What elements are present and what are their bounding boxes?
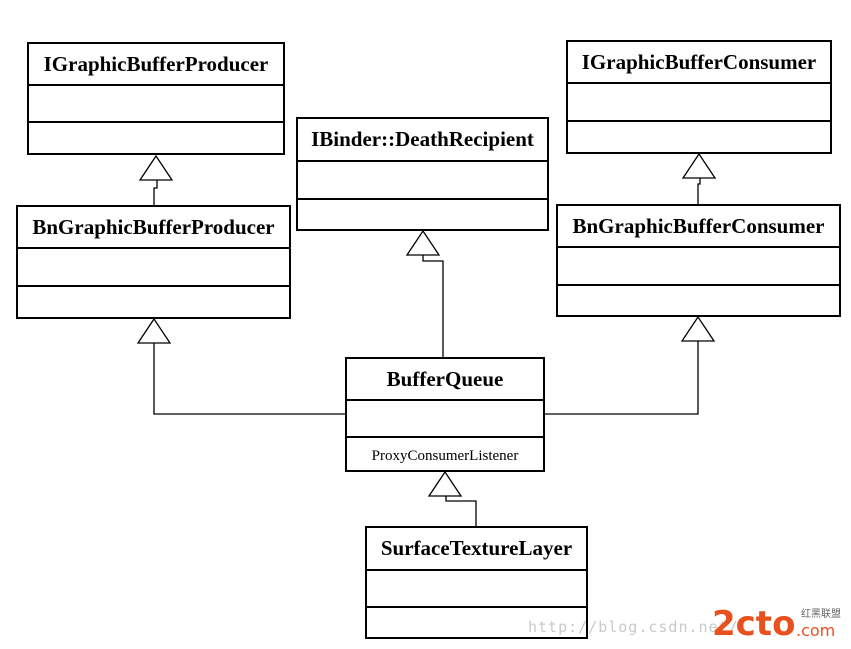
logo-text: 2cto	[712, 604, 795, 641]
methods-compartment	[568, 122, 830, 156]
class-igraphicbufferproducer: IGraphicBufferProducer	[27, 42, 285, 155]
inheritance-arrow-bufferqueue	[427, 470, 463, 497]
methods-compartment	[18, 287, 289, 321]
methods-compartment	[29, 123, 283, 157]
edge-bufferqueue-to-deathrecipient	[422, 255, 444, 357]
logo-cn: 红黑联盟	[801, 607, 841, 620]
inheritance-arrow-deathrecipient	[405, 229, 441, 256]
inheritance-arrow-iproducer	[138, 154, 174, 181]
attributes-compartment	[367, 571, 586, 608]
methods-compartment	[558, 286, 839, 319]
class-name: IGraphicBufferConsumer	[568, 42, 830, 84]
class-bngraphicbufferproducer: BnGraphicBufferProducer	[16, 205, 291, 319]
edge-bufferqueue-to-bn-consumer	[544, 341, 699, 415]
attributes-compartment	[558, 248, 839, 286]
class-name: BnGraphicBufferProducer	[18, 207, 289, 249]
inheritance-arrow-iconsumer	[681, 152, 717, 179]
edge-bn-consumer-to-iconsumer	[697, 178, 701, 204]
attributes-compartment	[18, 249, 289, 287]
methods-compartment	[298, 200, 547, 233]
class-bufferqueue: BufferQueue ProxyConsumerListener	[345, 357, 545, 472]
class-name: IGraphicBufferProducer	[29, 44, 283, 86]
site-logo: 2cto .com 红黑联盟	[712, 603, 848, 646]
class-name: BufferQueue	[347, 359, 543, 401]
class-name: BnGraphicBufferConsumer	[558, 206, 839, 248]
edge-bufferqueue-to-bn-producer	[153, 343, 345, 415]
attributes-compartment	[347, 401, 543, 438]
watermark-url: http://blog.csdn.net/	[528, 618, 739, 636]
inheritance-arrow-bn-producer	[136, 317, 172, 344]
class-name: SurfaceTextureLayer	[367, 528, 586, 571]
inner-class-member: ProxyConsumerListener	[371, 447, 519, 464]
attributes-compartment	[29, 86, 283, 123]
class-name: IBinder::DeathRecipient	[298, 119, 547, 162]
class-igraphicbufferconsumer: IGraphicBufferConsumer	[566, 40, 832, 154]
attributes-compartment	[568, 84, 830, 122]
class-surfacetexturelayer: SurfaceTextureLayer	[365, 526, 588, 639]
edge-bn-producer-to-iproducer	[153, 180, 158, 205]
class-bngraphicbufferconsumer: BnGraphicBufferConsumer	[556, 204, 841, 317]
class-ibinder-deathrecipient: IBinder::DeathRecipient	[296, 117, 549, 231]
attributes-compartment	[298, 162, 547, 200]
edge-surfacetexturelayer-to-bufferqueue	[445, 496, 477, 526]
logo-suffix: .com	[796, 621, 835, 640]
inheritance-arrow-bn-consumer	[680, 315, 716, 342]
